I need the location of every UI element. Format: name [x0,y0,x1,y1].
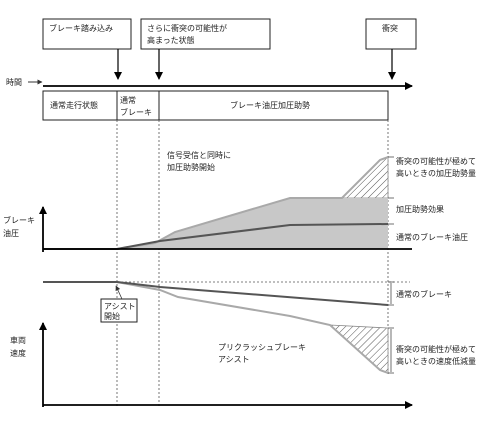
assisted-pressure-line [116,156,389,250]
event-collision-label: 衝突 [382,23,398,33]
label-assist-effect: 加圧助勢効果 [396,204,444,214]
label-high-pressure-line1: 衝突の可能性が極めて [396,156,476,166]
assist-effect-area [117,198,388,249]
event-brake: ブレーキ踏み込み [42,18,132,80]
event-possibility-line1: さらに衝突の可能性が [147,23,227,33]
label-high-speed-line2: 高いときの速度低減量 [396,356,476,366]
precrash-label-line1: プリクラッシュブレーキ [218,342,306,352]
time-axis: 時間 [6,78,413,90]
event-possibility-line2: 高まった状態 [147,35,195,45]
assist-start-callout: アシスト 開始 [100,285,138,323]
phase-normal-driving: 通常走行状態 [50,100,98,110]
precrash-assist-speed-line [116,281,389,374]
label-high-speed-line1: 衝突の可能性が極めて [396,344,476,354]
phase-band: 通常走行状態 通常 ブレーキ ブレーキ油圧加圧助勢 [42,90,389,121]
signal-annotation-line1: 信号受信と同時に [167,150,231,160]
speed-axis-label-line1: 車両 [10,335,26,345]
phase-assist: ブレーキ油圧加圧助勢 [230,100,310,110]
label-normal-brake: 通常のブレーキ [396,289,452,299]
label-normal-pressure: 通常のブレーキ油圧 [396,232,468,242]
speed-axis-label-line2: 速度 [10,348,26,358]
precrash-label-line2: アシスト [218,355,250,364]
vehicle-speed-graph: 車両 速度 [10,281,413,409]
event-possibility: さらに衝突の可能性が 高まった状態 [140,18,271,80]
guide-lines [116,120,389,407]
pressure-axis-label-line1: ブレーキ [3,215,35,225]
event-collision: 衝突 [365,18,417,80]
signal-annotation-line2: 加圧助勢開始 [167,162,215,172]
phase-normal-brake-line1: 通常 [120,95,136,105]
brake-pressure-graph: ブレーキ 油圧 [3,156,412,252]
assist-start-line1: アシスト [104,302,136,311]
event-brake-label: ブレーキ踏み込み [49,23,113,33]
normal-brake-speed-line [43,281,389,306]
pressure-axis-label-line2: 油圧 [3,228,19,238]
assist-start-line2: 開始 [104,311,120,321]
phase-normal-brake-line2: ブレーキ [120,107,152,117]
time-axis-label: 時間 [6,78,22,87]
label-high-pressure-line2: 高いときの加圧助勢量 [396,168,476,178]
